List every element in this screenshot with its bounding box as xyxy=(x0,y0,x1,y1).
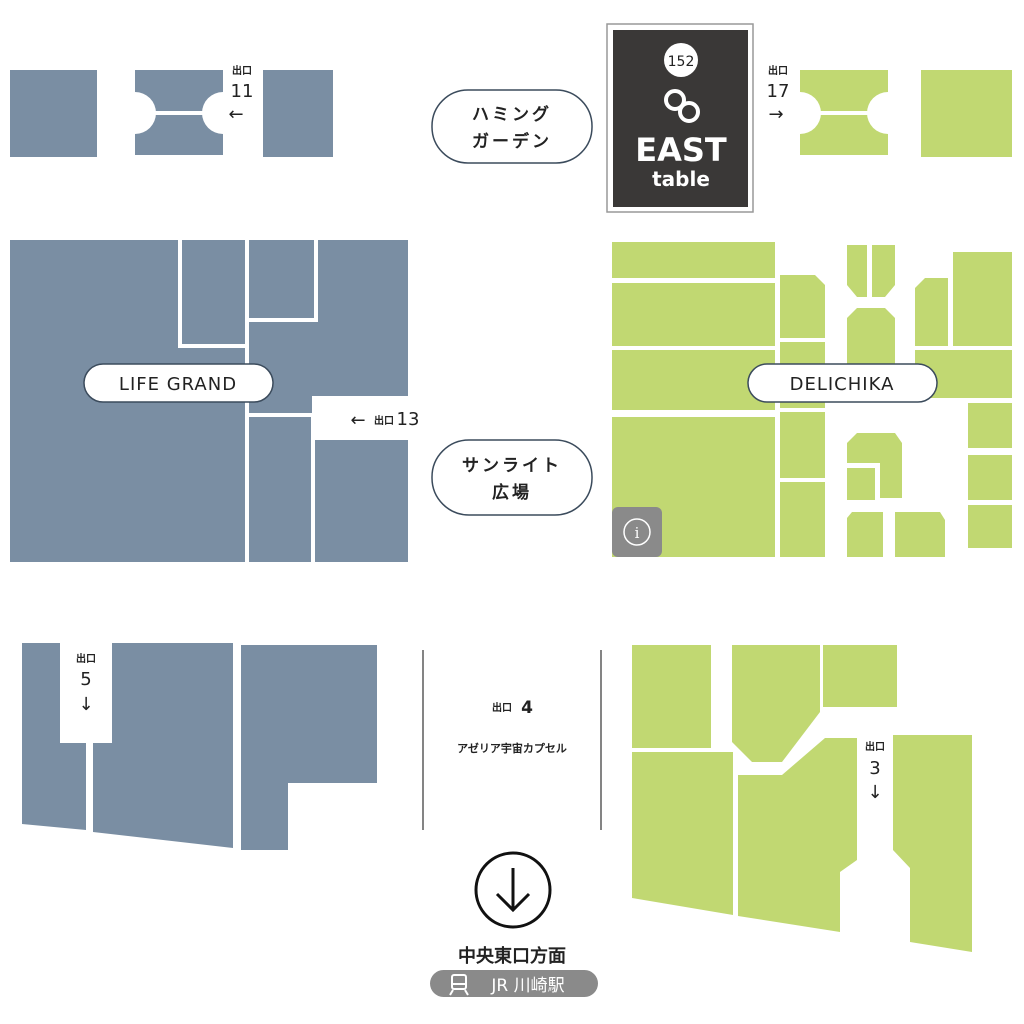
map-text: 4 xyxy=(521,698,533,718)
map-text: 広場 xyxy=(492,482,532,503)
shop-block[interactable] xyxy=(968,505,1012,548)
map-shape xyxy=(114,92,156,134)
shop-block[interactable] xyxy=(780,275,825,338)
map-shape xyxy=(202,92,244,134)
direction-sign[interactable]: 中央東口方面 JR 川崎駅 xyxy=(430,851,598,997)
exit-13-sign: ← 出口 13 xyxy=(350,409,419,431)
arrow-left-icon: ← xyxy=(228,104,243,125)
map-text: 出口 xyxy=(492,701,512,714)
delichika-label[interactable]: DELICHIKA xyxy=(747,363,938,403)
shop-block[interactable] xyxy=(893,735,972,952)
exit-17-sign: 出口 17 → xyxy=(767,64,790,125)
shop-block[interactable] xyxy=(823,645,897,707)
sunlight-plaza-label[interactable]: サンライト 広場 xyxy=(431,439,593,516)
jr-station-badge xyxy=(430,970,598,997)
map-shape xyxy=(664,89,686,111)
shop-block[interactable] xyxy=(632,752,733,915)
east-table-title: EAST xyxy=(635,131,727,169)
shop-block[interactable] xyxy=(895,512,945,557)
shop-block[interactable] xyxy=(968,403,1012,448)
zone-east-bottom xyxy=(632,645,972,952)
zone-west-bottom xyxy=(22,643,377,850)
map-shape xyxy=(431,89,593,164)
map-text: 出口 xyxy=(374,414,394,427)
map-text: LIFE GRAND xyxy=(119,374,237,395)
humming-garden-label[interactable]: ハミング ガーデン xyxy=(431,89,593,164)
arrow-down-icon: ↓ xyxy=(867,782,882,803)
info-button[interactable]: i xyxy=(612,507,662,557)
shop-block[interactable] xyxy=(780,412,825,478)
exit-4-sign: 出口 4 アゼリア宇宙カプセル xyxy=(457,698,567,755)
map-shape xyxy=(867,92,909,134)
shop-block[interactable] xyxy=(612,283,775,346)
map-shape xyxy=(312,396,408,440)
map-shape xyxy=(678,101,700,123)
info-icon xyxy=(623,518,651,546)
map-text: 13 xyxy=(397,409,420,430)
east-table-logo[interactable]: 152 EAST table xyxy=(606,23,754,213)
map-text: 5 xyxy=(80,669,91,690)
shop-block[interactable] xyxy=(632,645,711,748)
shop-block[interactable] xyxy=(968,455,1012,500)
shop-block[interactable] xyxy=(22,643,86,830)
arrow-down-icon: ↓ xyxy=(78,694,93,715)
shop-block[interactable] xyxy=(263,70,333,157)
map-shape xyxy=(779,92,821,134)
map-shape xyxy=(449,989,469,996)
jr-station-label: JR 川崎駅 xyxy=(490,976,564,996)
shop-block[interactable] xyxy=(847,468,875,500)
shop-block[interactable] xyxy=(612,242,775,278)
shop-block[interactable] xyxy=(93,643,233,848)
east-table-subtitle: table xyxy=(652,167,710,191)
exit-3-sign: 出口 3 ↓ xyxy=(865,740,885,803)
delichika-zone xyxy=(612,242,1012,557)
exit-11-sign: 出口 11 ← xyxy=(228,64,253,125)
map-text: 17 xyxy=(767,81,790,102)
map-shape xyxy=(664,43,698,77)
shop-block[interactable] xyxy=(10,70,97,157)
shop-block[interactable] xyxy=(847,512,883,557)
shop-block[interactable] xyxy=(847,245,867,297)
map-text: 出口 xyxy=(232,64,252,77)
zone-west-top xyxy=(10,70,333,157)
shop-block[interactable] xyxy=(921,70,1012,157)
map-shape xyxy=(431,439,593,516)
zone-east-top xyxy=(779,70,1012,157)
shop-block[interactable] xyxy=(732,645,820,762)
map-text: ガーデン xyxy=(472,131,552,152)
map-shape xyxy=(612,507,662,557)
arrow-right-icon: → xyxy=(768,104,783,125)
east-table-badge: 152 xyxy=(668,54,695,70)
map-text: 3 xyxy=(869,758,880,779)
shop-block[interactable] xyxy=(915,278,948,346)
map-text: 11 xyxy=(231,81,254,102)
azalea-capsule-label: アゼリア宇宙カプセル xyxy=(457,741,567,755)
map-shape xyxy=(451,974,467,990)
map-text: ハミング xyxy=(472,104,552,125)
shop-block[interactable] xyxy=(738,738,857,932)
map-text: 出口 xyxy=(768,64,788,77)
link-logo-icon xyxy=(664,89,700,123)
train-icon xyxy=(449,974,469,996)
direction-label: 中央東口方面 xyxy=(458,945,566,967)
map-text: 出口 xyxy=(76,652,96,665)
map-shape xyxy=(495,868,531,913)
shop-block[interactable] xyxy=(780,482,825,557)
arrow-down-circle-icon xyxy=(474,851,552,929)
exit-5-sign: 出口 5 ↓ xyxy=(76,652,96,715)
map-shape xyxy=(747,363,938,403)
map-text: サンライト xyxy=(462,456,562,476)
arrow-left-icon: ← xyxy=(350,410,365,431)
map-shape xyxy=(83,363,274,403)
shop-block[interactable] xyxy=(847,433,902,498)
map-text: DELICHIKA xyxy=(790,374,895,395)
shop-block[interactable] xyxy=(241,645,377,850)
shop-block[interactable] xyxy=(847,308,895,365)
shop-block[interactable] xyxy=(953,252,1012,346)
map-text: 出口 xyxy=(865,740,885,753)
shop-block[interactable] xyxy=(872,245,895,297)
map-text: i xyxy=(635,524,640,542)
life-grand-label[interactable]: LIFE GRAND xyxy=(83,363,274,403)
